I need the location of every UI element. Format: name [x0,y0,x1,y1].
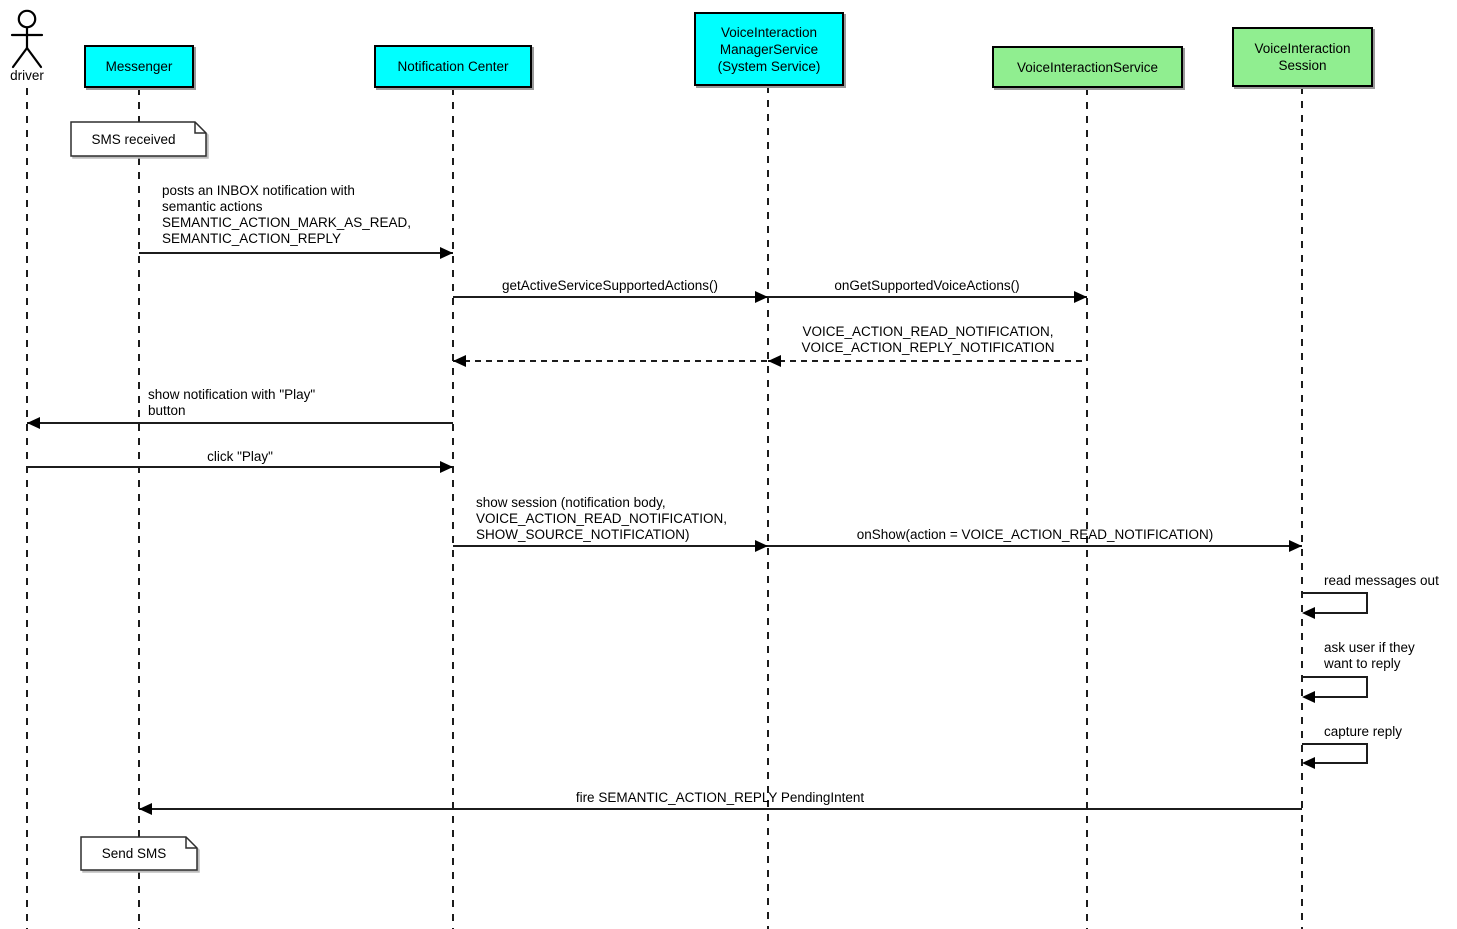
lifeline-voice-interaction-session [1301,87,1303,929]
msg-show-notification-play-line [27,422,453,424]
msg-click-play-arrowhead-icon [440,461,453,473]
lifeline-messenger [138,88,140,929]
self-ask-user-if-they-want-to-reply-label: ask user if they want to reply [1324,640,1415,671]
msg-on-show-label: onShow(action = VOICE_ACTION_READ_NOTIFI… [856,527,1214,542]
self-read-messages-out-label: read messages out [1324,573,1439,588]
msg-on-show-line [768,545,1302,547]
msg-show-session-arrowhead-icon [755,540,768,552]
self-capture-reply-line-bottom [1314,762,1368,764]
self-ask-user-if-they-want-to-reply-line-top [1302,676,1368,678]
self-capture-reply-line-right [1366,743,1368,764]
msg-on-get-supported-voice-actions-line [768,296,1087,298]
msg-return-supported-voice-actions-line [768,360,1087,362]
note-send-sms-text: Send SMS [101,846,167,861]
msg-click-play-label: click "Play" [207,449,273,464]
self-read-messages-out-line-top [1302,592,1368,594]
msg-show-notification-play-label: show notification with "Play" button [148,387,316,418]
self-capture-reply-label: capture reply [1324,724,1403,739]
msg-post-inbox-notification-line [139,252,453,254]
lifeline-notification-center [452,88,454,929]
msg-show-session-line [453,545,768,547]
msg-on-get-supported-voice-actions-label: onGetSupportedVoiceActions() [834,278,1020,293]
msg-return-supported-voice-actions-label: VOICE_ACTION_READ_NOTIFICATION, VOICE_AC… [801,324,1055,355]
msg-fire-pending-intent-arrowhead-icon [139,803,152,815]
actor-driver-figure-icon [5,8,49,70]
note-send-sms: Send SMS [80,836,198,871]
lifeline-voice-interaction-manager-service [767,86,769,929]
msg-get-active-service-supported-actions-label: getActiveServiceSupportedActions() [501,278,719,293]
lifeline-voice-interaction-service [1086,88,1088,929]
self-read-messages-out-line-right [1366,592,1368,614]
msg-on-show-arrowhead-icon [1289,540,1302,552]
msg-post-inbox-notification-label: posts an INBOX notification with semanti… [162,183,412,246]
msg-click-play-line [27,466,453,468]
msg-return-to-notification-center-line [453,360,768,362]
note-sms-received: SMS received [70,121,207,157]
msg-get-active-service-supported-actions-line [453,296,768,298]
participant-messenger: Messenger [84,45,194,88]
note-send-sms-shape [80,836,198,871]
participant-voice-interaction-service: VoiceInteractionService [992,46,1183,88]
msg-fire-pending-intent-line [139,808,1302,810]
participant-notification-center: Notification Center [374,45,532,88]
note-sms-received-shape [70,121,207,157]
msg-on-get-supported-voice-actions-arrowhead-icon [1074,291,1087,303]
self-capture-reply-arrowhead-icon [1302,757,1315,769]
msg-show-notification-play-arrowhead-icon [27,417,40,429]
self-read-messages-out-line-bottom [1314,612,1368,614]
stick-figure-icon [10,9,44,69]
self-capture-reply-line-top [1302,743,1368,745]
self-ask-user-if-they-want-to-reply-line-right [1366,676,1368,698]
msg-get-active-service-supported-actions-arrowhead-icon [755,291,768,303]
participant-voice-interaction-manager-service: VoiceInteraction ManagerService (System … [694,12,844,86]
msg-show-session-label: show session (notification body, VOICE_A… [476,495,728,542]
lifeline-driver [26,88,28,929]
msg-return-supported-voice-actions-arrowhead-icon [768,355,781,367]
actor-driver-label: driver [10,68,44,83]
msg-post-inbox-notification-arrowhead-icon [440,247,453,259]
self-read-messages-out-arrowhead-icon [1302,607,1315,619]
msg-fire-pending-intent-label: fire SEMANTIC_ACTION_REPLY PendingIntent [575,790,865,805]
self-ask-user-if-they-want-to-reply-line-bottom [1314,696,1368,698]
self-ask-user-if-they-want-to-reply-arrowhead-icon [1302,691,1315,703]
participant-voice-interaction-session: VoiceInteraction Session [1232,27,1373,87]
note-sms-received-text: SMS received [91,131,176,147]
msg-return-to-notification-center-arrowhead-icon [453,355,466,367]
